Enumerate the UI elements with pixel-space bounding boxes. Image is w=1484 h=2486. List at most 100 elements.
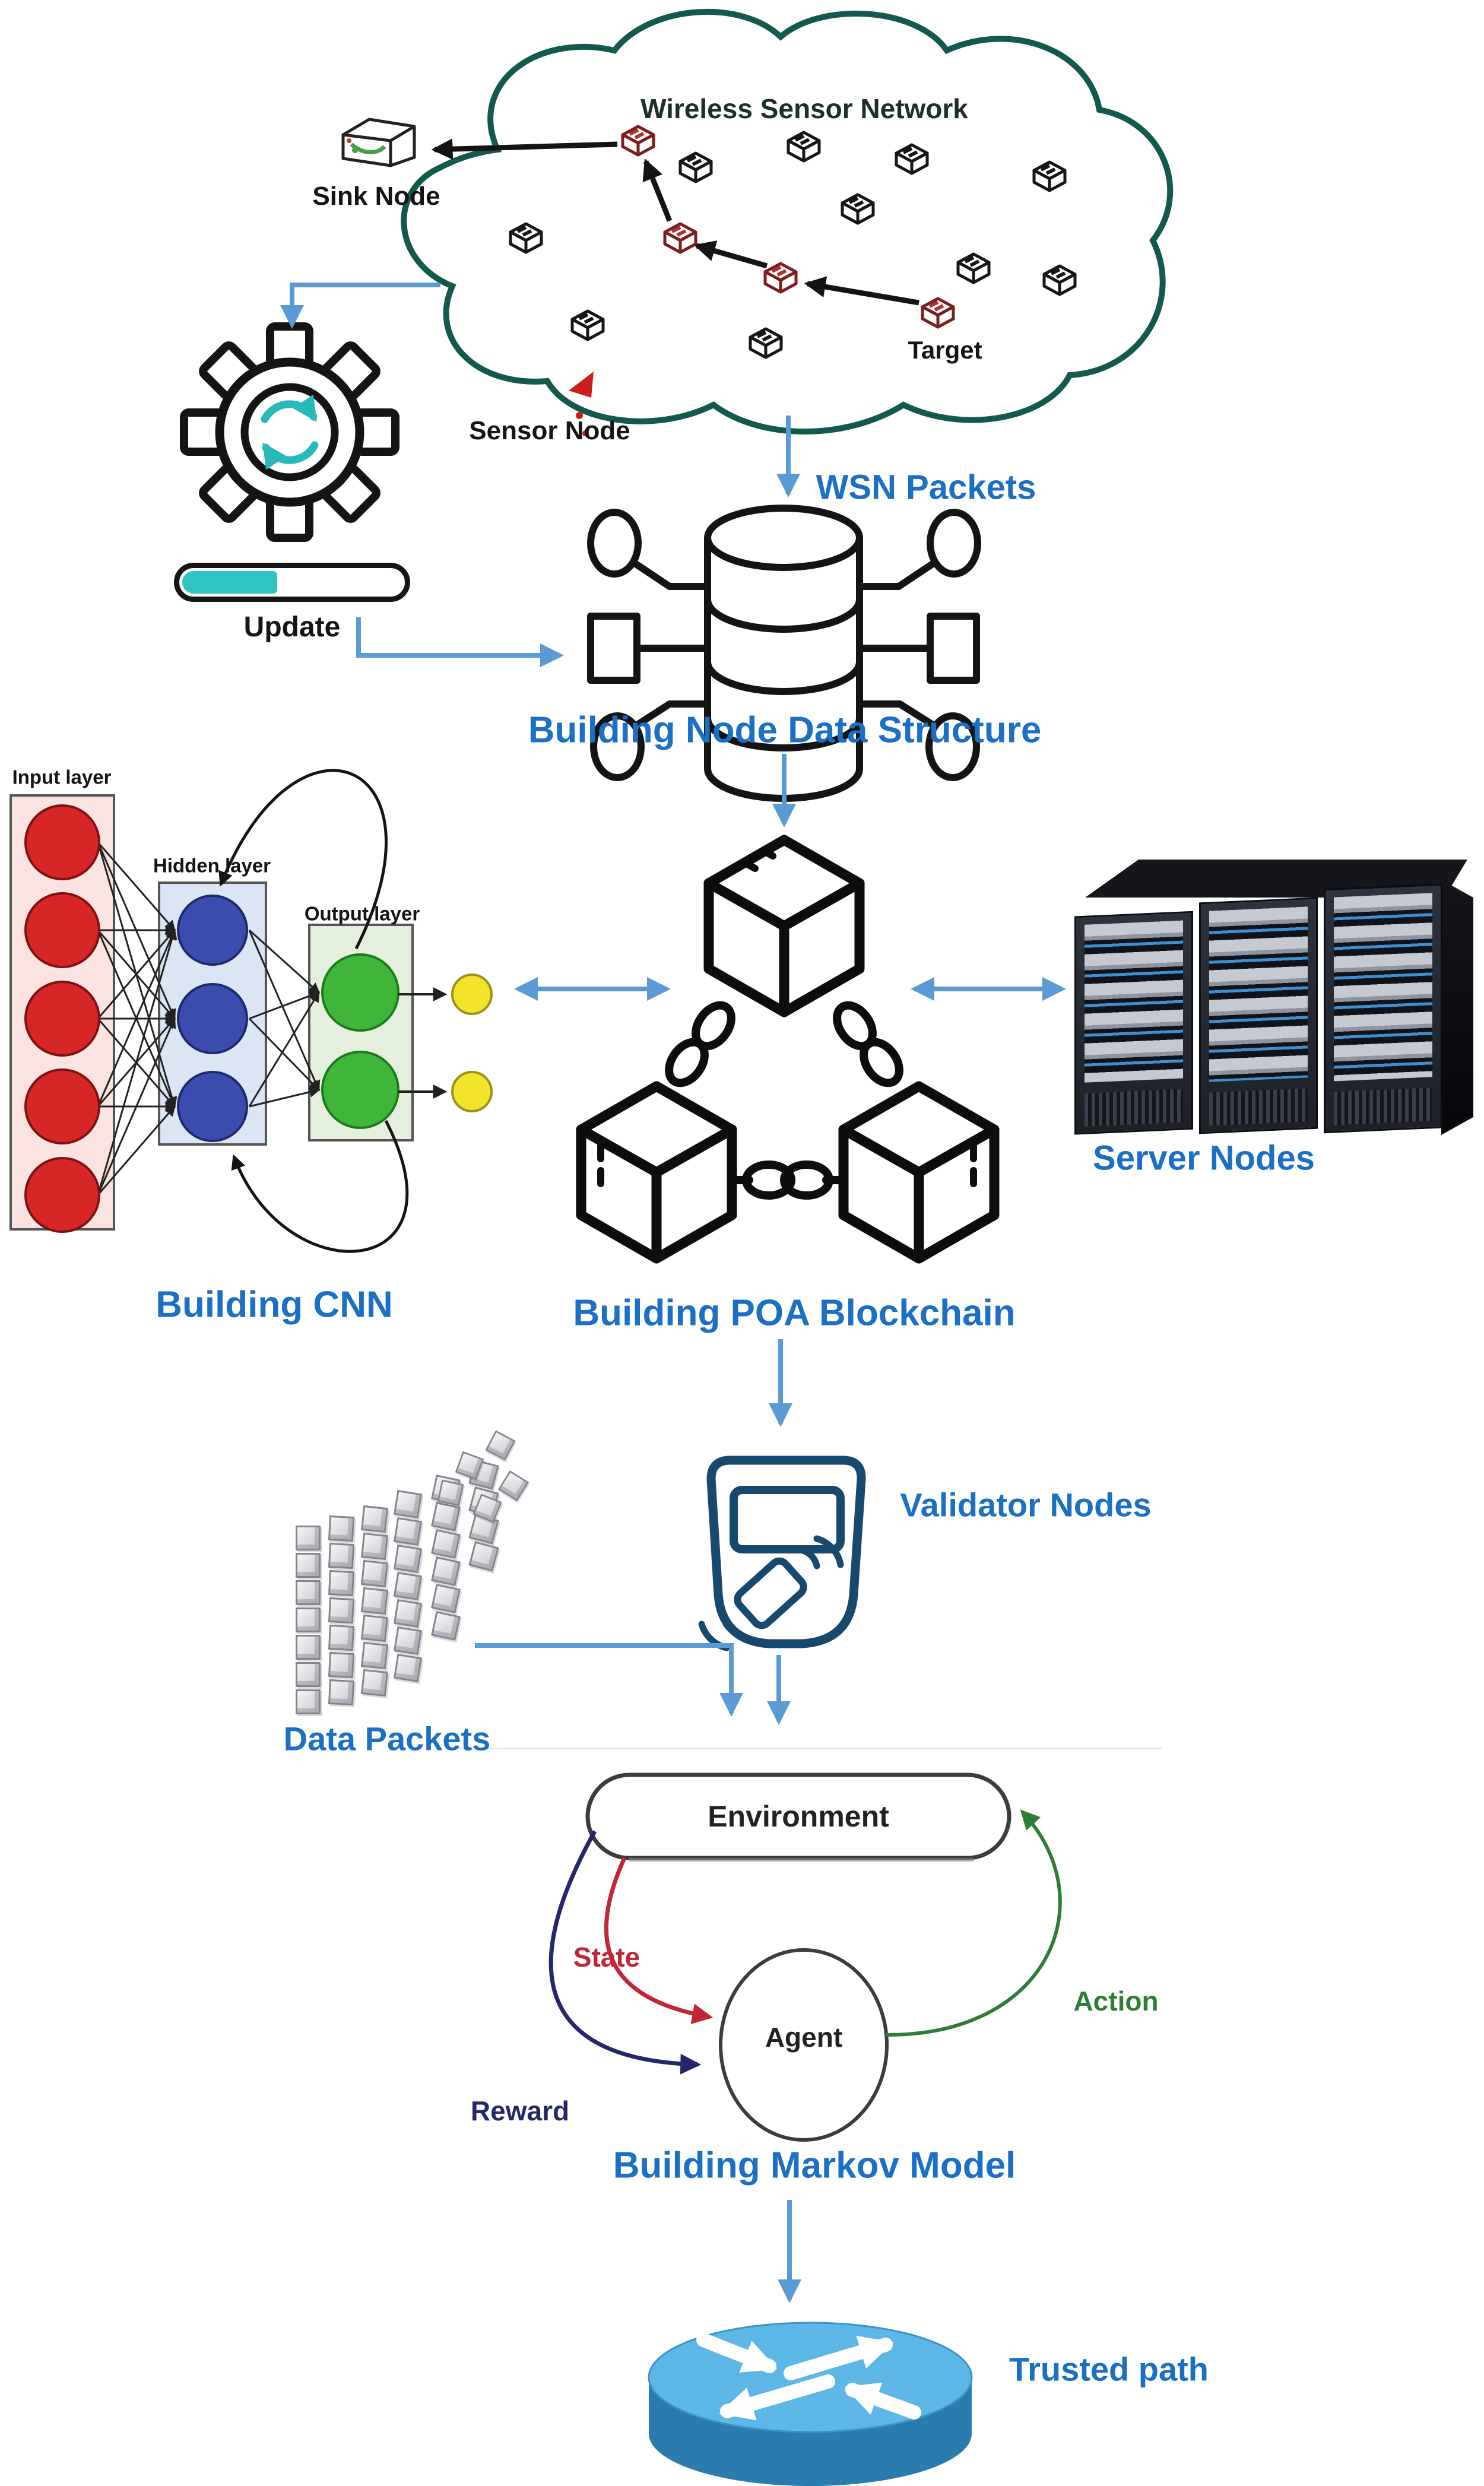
- data-packet-cube: [296, 1607, 321, 1632]
- data-packet-cube: [328, 1679, 355, 1706]
- markov-title: Building Markov Model: [613, 2145, 1016, 2186]
- refresh-icon: [261, 394, 319, 470]
- output-layer-label: Output layer: [304, 902, 420, 925]
- data-packet-cube: [431, 1556, 461, 1586]
- data-packet-cube: [328, 1569, 355, 1597]
- database-icon: [587, 505, 981, 802]
- sensor-node-pointer: [569, 372, 594, 436]
- state-arrow: [604, 1857, 714, 2025]
- wsn-packets-label: WSN Packets: [816, 468, 1036, 507]
- sensor-node-icon: [749, 327, 783, 359]
- server-tower: [1324, 883, 1442, 1134]
- cnn-connection: [249, 990, 321, 1020]
- server-tower: [1199, 897, 1318, 1134]
- data-packet-cube: [431, 1502, 461, 1531]
- data-packet-cube: [393, 1599, 423, 1628]
- arrow-hop-1: [804, 276, 919, 306]
- data-packet-cube: [296, 1526, 321, 1550]
- data-packets-icon: [279, 1430, 540, 1733]
- arrow-update-to-database: [356, 617, 564, 667]
- data-packet-cube: [296, 1689, 321, 1714]
- data-packet-cube: [431, 1584, 461, 1613]
- action-label: Action: [1073, 1985, 1159, 2016]
- data-packet-cube: [328, 1624, 355, 1651]
- action-arrow: [885, 1809, 1062, 2037]
- validator-nodes-label: Validator Nodes: [900, 1486, 1152, 1524]
- cnn-connection: [97, 1017, 176, 1196]
- image-edge-divider: [450, 1748, 1162, 1749]
- cnn-connection: [97, 928, 176, 1107]
- cnn-feedback-arcs: [218, 769, 409, 1253]
- sensor-node-label: Sensor Node: [469, 416, 630, 445]
- router-arrow-in-nw: [696, 2333, 778, 2373]
- flow-arrows: [280, 283, 1066, 2303]
- output-to-result-arrows: [398, 987, 448, 1099]
- server-rack-side: [1441, 880, 1473, 1135]
- cnn-connections: [97, 842, 321, 1196]
- cnn-title: Building CNN: [156, 1284, 393, 1326]
- data-packet-cube: [393, 1517, 423, 1546]
- state-label: State: [573, 1941, 640, 1973]
- sensor-node-icon: [841, 193, 875, 225]
- wsn-routing-arrows: [431, 138, 919, 306]
- server-nodes-label: Server Nodes: [1093, 1139, 1315, 1178]
- sensor-node-active-icon: [763, 262, 798, 294]
- target-label: Target: [908, 335, 982, 364]
- sink-node-icon: [341, 118, 416, 167]
- sensor-node-icon: [895, 143, 929, 175]
- sensor-node-active-icon: [663, 222, 697, 254]
- data-packet-cube: [360, 1614, 389, 1642]
- poa-blockchain-title: Building POA Blockchain: [573, 1292, 1016, 1334]
- agent-label: Agent: [765, 2021, 843, 2053]
- arrow-packets-to-markov: [475, 1643, 743, 1717]
- reward-arrow: [548, 1830, 702, 2075]
- arrow-hop-3: [642, 158, 673, 222]
- cnn-connection: [249, 1086, 321, 1108]
- update-label: Update: [243, 611, 341, 643]
- data-packet-cube: [431, 1529, 461, 1559]
- router-arrow-out-sw: [719, 2374, 835, 2421]
- data-packet-cube: [360, 1559, 389, 1588]
- router-arrow-out-ne: [784, 2335, 894, 2380]
- data-packet-cube: [328, 1515, 355, 1542]
- data-packet-cube: [468, 1541, 499, 1572]
- sensor-node-active-icon: [621, 125, 655, 157]
- neural-network-diagram: [9, 769, 493, 1253]
- environment-label: Environment: [708, 1799, 889, 1833]
- input-layer-label: Input layer: [12, 766, 112, 788]
- node-data-structure-title: Building Node Data Structure: [528, 709, 1042, 751]
- cnn-connection: [248, 1017, 320, 1091]
- data-packet-cube: [360, 1587, 389, 1615]
- cnn-connection: [248, 929, 321, 994]
- data-packet-cube: [497, 1470, 529, 1502]
- cnn-connection: [97, 1105, 176, 1196]
- progress-fill: [182, 571, 277, 594]
- trusted-path-label: Trusted path: [1009, 2350, 1209, 2388]
- data-packet-cube: [328, 1542, 355, 1569]
- hidden-neurons: [177, 895, 248, 1142]
- update-gear-icon: [180, 322, 399, 542]
- sensor-node-icon: [509, 222, 543, 254]
- data-packet-cube: [360, 1505, 389, 1533]
- sensor-node-icon: [570, 309, 605, 341]
- server-rack-icon: [1074, 860, 1473, 1156]
- data-packet-cube: [296, 1553, 321, 1578]
- cnn-connection: [97, 928, 176, 1019]
- blockchain-icon: [576, 835, 1000, 1264]
- sensor-node-icon: [787, 131, 821, 163]
- data-packet-cube: [296, 1662, 321, 1687]
- data-packet-cube: [393, 1571, 423, 1601]
- server-towers: [1074, 883, 1442, 1144]
- sensor-node-icon: [678, 151, 713, 183]
- sensor-node-icons: [509, 125, 1077, 359]
- markov-model-diagram: [548, 1772, 1062, 2142]
- data-packet-cube: [437, 1479, 464, 1507]
- wsn-cloud: [401, 8, 1174, 435]
- output-neurons: [321, 953, 399, 1129]
- input-neurons: [24, 804, 100, 1233]
- data-packet-cube: [393, 1653, 423, 1683]
- agent-circle: [719, 1948, 889, 2142]
- data-packet-cube: [296, 1635, 321, 1660]
- hidden-layer-label: Hidden layer: [153, 854, 271, 877]
